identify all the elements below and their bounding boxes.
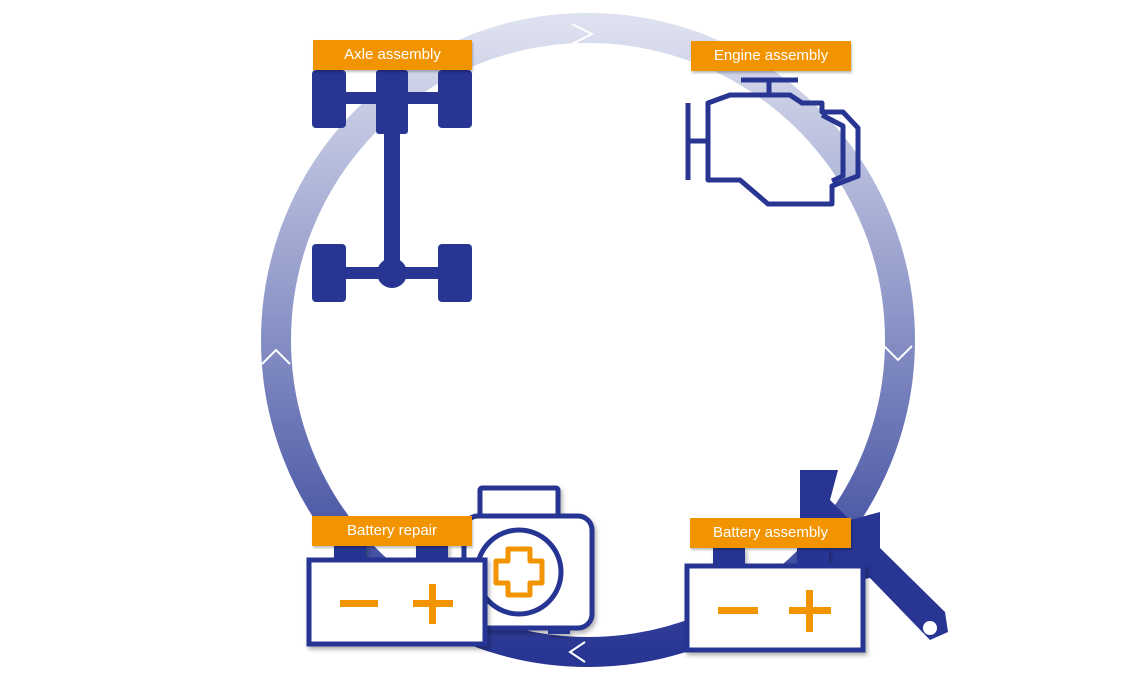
battery-assembly-battery-icon bbox=[684, 548, 866, 653]
first-aid-kit-icon bbox=[461, 485, 595, 634]
cycle-arrow-left bbox=[261, 348, 291, 365]
engine-icon bbox=[685, 77, 861, 207]
cycle-arrow-bottom bbox=[568, 641, 586, 663]
step-label-axle-assembly: Axle assembly bbox=[313, 40, 472, 70]
step-label-battery-assembly: Battery assembly bbox=[690, 518, 851, 548]
battery-repair-battery-icon bbox=[306, 544, 488, 647]
step-label-battery-repair: Battery repair bbox=[312, 516, 472, 546]
wrench-icon bbox=[800, 470, 948, 640]
cycle-arrow-right bbox=[883, 345, 913, 362]
axle-icon bbox=[312, 70, 472, 302]
step-label-engine-assembly: Engine assembly bbox=[691, 41, 851, 71]
cycle-ring bbox=[261, 13, 915, 667]
cycle-arrow-top bbox=[571, 23, 595, 45]
